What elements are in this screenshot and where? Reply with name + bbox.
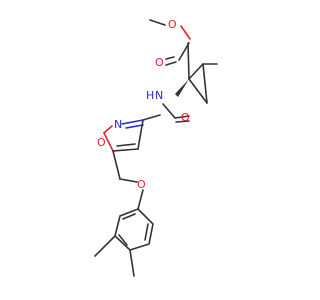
atom-amide-h: H xyxy=(146,89,154,102)
bond-isopropyl-me2 xyxy=(202,63,208,104)
bond-c5-ch2 xyxy=(112,150,121,180)
benzene-double-2 xyxy=(118,234,128,246)
bond-alpha-isopropyl-ch xyxy=(188,78,208,104)
bond-o-carbonyl-c xyxy=(180,25,191,40)
bond-carbonyl-double-b xyxy=(165,61,177,66)
bond-o-aryl xyxy=(137,189,144,210)
atom-amide-o: O xyxy=(181,111,190,124)
bond-methyl-o xyxy=(149,19,166,26)
molecule-structure: O O H N O N O O xyxy=(94,18,218,277)
bond-c3-n xyxy=(121,119,144,125)
benzene-double-1 xyxy=(144,223,149,241)
atom-ester-o-single: O xyxy=(168,18,177,31)
bond-amide-c-double-o-a xyxy=(174,115,190,119)
bond-c3-c4 xyxy=(137,119,144,150)
bond-amide-c-isox-c3 xyxy=(142,114,161,121)
bond-amide-c-double-o-b xyxy=(175,120,190,123)
bond-c3-n-double xyxy=(125,124,144,129)
bond-o1-n2 xyxy=(103,125,113,134)
bond-ch2-o xyxy=(119,178,138,183)
bond-aryl-me3 xyxy=(94,235,116,257)
bond-ester-c-alpha xyxy=(187,42,190,80)
bond-n-amide-c xyxy=(162,103,176,119)
atom-amide-n: N xyxy=(155,89,163,102)
atom-ester-o-double: O xyxy=(155,56,164,69)
atom-ether-o: O xyxy=(137,178,146,191)
bond-c5-o1 xyxy=(103,132,114,152)
bond-carbonyl-double-a xyxy=(165,56,175,60)
bond-alpha-isopropyl xyxy=(188,63,204,80)
atom-isoxazole-o: O xyxy=(97,136,106,149)
bond-c4-c5 xyxy=(112,148,139,152)
wedge-alpha-n xyxy=(175,79,189,97)
atom-isoxazole-n: N xyxy=(114,118,122,131)
bond-aryl-me4 xyxy=(129,249,135,277)
benzene-double-3 xyxy=(122,213,136,220)
bond-c4-c5-double xyxy=(116,143,136,147)
